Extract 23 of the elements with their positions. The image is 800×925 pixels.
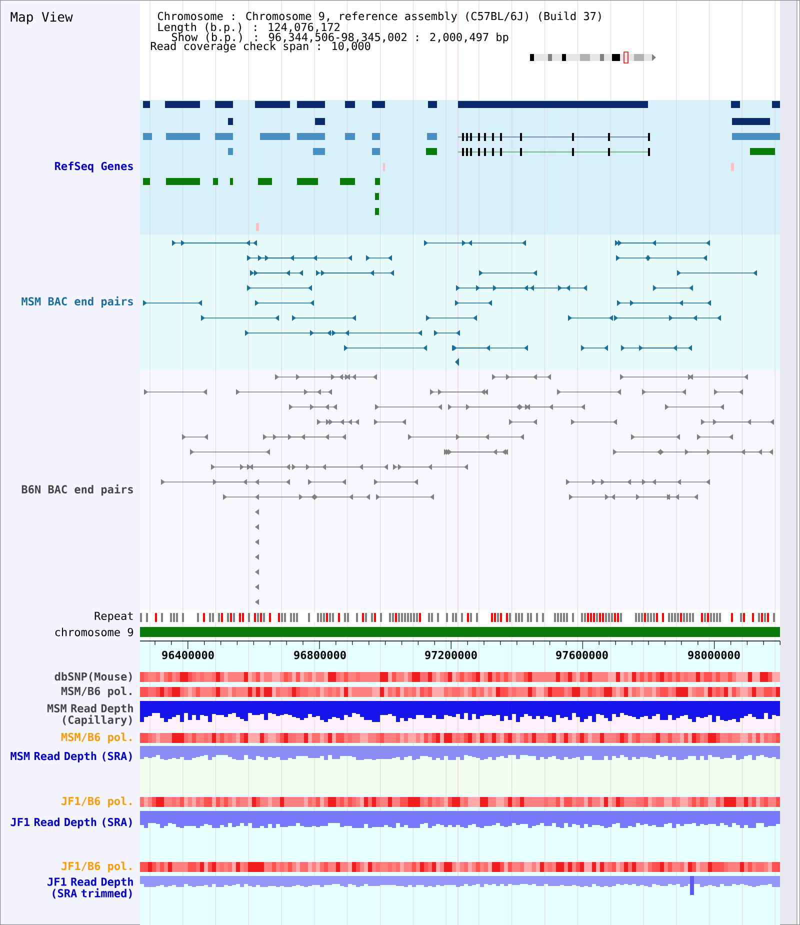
track-label: MSM Read Depth (Capillary): [47, 704, 133, 726]
track-label: JF1/B6 pol.: [62, 862, 132, 872]
tick-label: 97600000: [556, 650, 608, 660]
track-label: MSM/B6 pol.: [61, 686, 132, 698]
track-label: dbSNP(Mouse): [54, 672, 132, 682]
page-title: Map View: [10, 12, 73, 24]
track-label: Repeat: [94, 612, 133, 622]
track-label: JF1 Read Depth (SRA): [10, 818, 132, 828]
track-label: MSM BAC end pairs: [22, 296, 133, 308]
tick-label: 98000000: [688, 650, 740, 660]
track-label: JF1/B6 pol.: [62, 796, 132, 808]
track-label: B6N BAC end pairs: [22, 484, 133, 496]
header-line: Show (b.p.) : 96,344,506-98,345,002 : 2,000,497 bp: [172, 32, 508, 44]
track-label: chromosome 9: [55, 628, 134, 636]
track-label: JF1 Read Depth (SRA trimmed): [48, 877, 133, 899]
track-label: MSM/B6 pol.: [61, 732, 132, 744]
tick-label: 96800000: [294, 650, 346, 660]
tick-label: 96400000: [162, 650, 214, 660]
track-label: MSM Read Depth (SRA): [10, 752, 132, 762]
header-line: Chromosome : Chromosome 9, reference assembly (C57BL/6J) (Build 37): [158, 12, 601, 22]
header-line: Length (b.p.) : 124,076,172: [158, 22, 340, 34]
tick-label: 97200000: [425, 650, 477, 660]
track-label: RefSeq Genes: [55, 162, 133, 172]
